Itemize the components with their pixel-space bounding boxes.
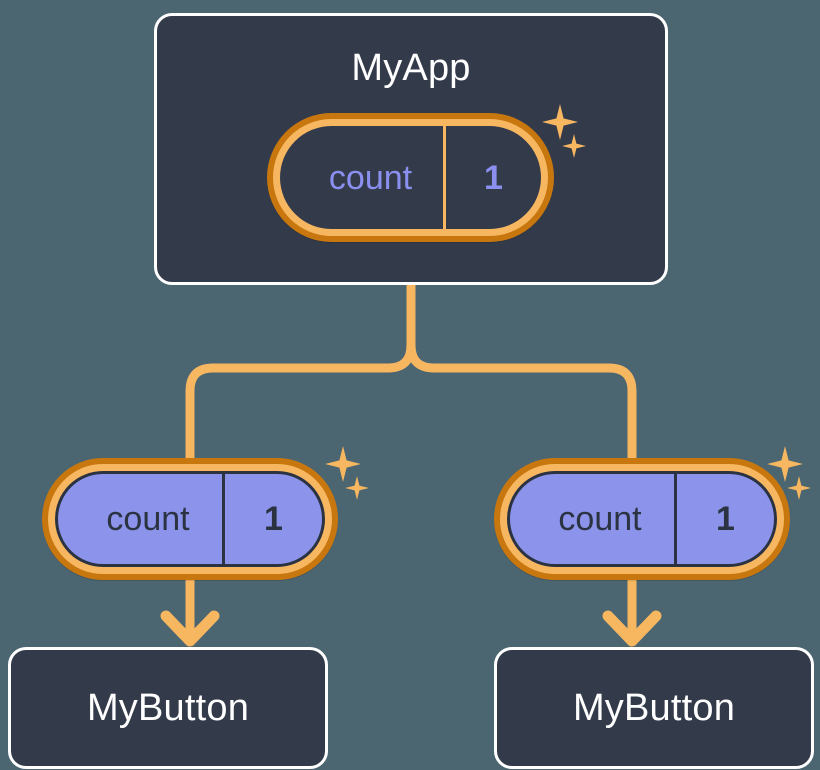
state-key: count <box>328 158 413 197</box>
state-pill-body: count 1 <box>280 126 541 229</box>
arrow-right <box>602 567 662 647</box>
state-pill-ring: count 1 <box>273 119 548 236</box>
state-pill-ring: count 1 <box>48 464 332 574</box>
arrow-left <box>160 567 220 647</box>
component-title: MyApp <box>351 47 471 89</box>
state-value: 1 <box>222 474 322 564</box>
state-pill-body: count 1 <box>55 471 325 567</box>
state-pill-child-right[interactable]: count 1 <box>494 458 790 580</box>
state-value: 1 <box>443 126 541 229</box>
connector-tree <box>185 280 637 467</box>
component-box-mybutton-left[interactable]: MyButton <box>8 647 328 769</box>
state-key: count <box>558 500 642 538</box>
state-pill-body: count 1 <box>507 471 777 567</box>
state-pill-child-left[interactable]: count 1 <box>42 458 338 580</box>
component-title: MyButton <box>86 687 250 729</box>
state-pill-root[interactable]: count 1 <box>267 113 554 242</box>
component-title: MyButton <box>572 687 736 729</box>
state-pill-ring: count 1 <box>500 464 784 574</box>
component-box-mybutton-right[interactable]: MyButton <box>494 647 814 769</box>
state-value: 1 <box>674 474 774 564</box>
state-key: count <box>106 500 190 538</box>
